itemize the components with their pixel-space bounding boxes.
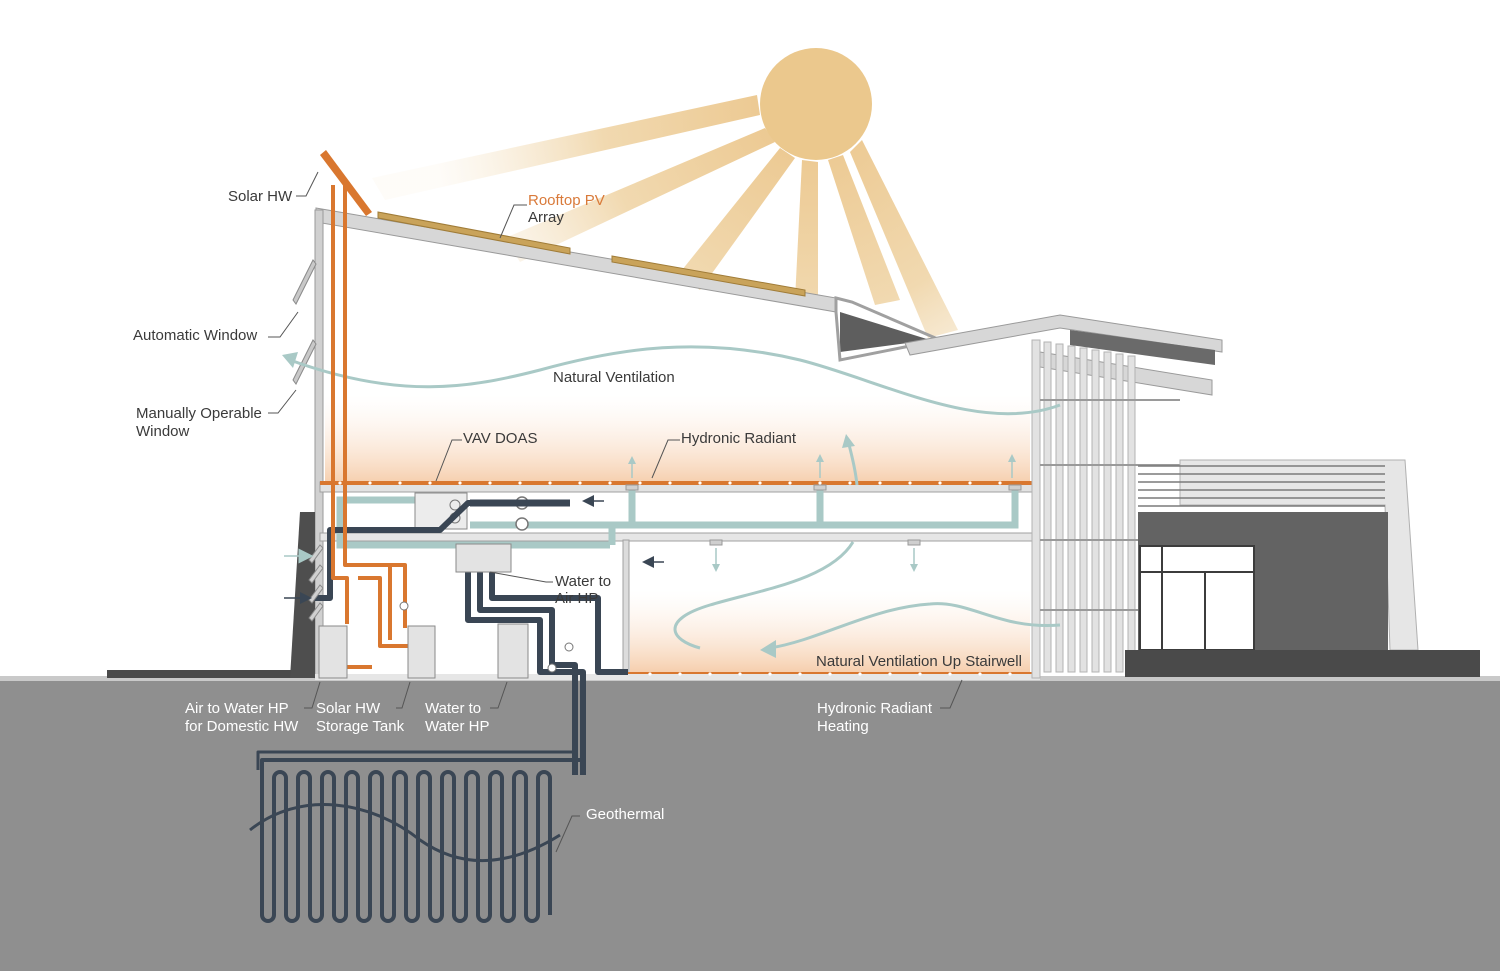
stairwell-arrowhead xyxy=(760,640,776,658)
label-geothermal: Geothermal xyxy=(586,806,664,823)
pump-icon-2 xyxy=(564,642,574,652)
roof-overhang-dark xyxy=(1070,330,1215,365)
air-flow-arrowheads xyxy=(628,454,1016,572)
stair-wall xyxy=(622,539,630,677)
label-water-to-water-hp-2: Water HP xyxy=(425,718,489,735)
label-hydronic-radiant-heating-1: Hydronic Radiant xyxy=(817,700,933,717)
leader-lines xyxy=(268,171,963,853)
solar-hot-water-pipes xyxy=(331,185,422,669)
label-hydronic-radiant: Hydronic Radiant xyxy=(681,430,797,447)
roof-clerestory-dark xyxy=(840,312,930,352)
sun-rays xyxy=(372,95,958,338)
west-plinth xyxy=(107,670,312,678)
sun-icon xyxy=(760,48,872,160)
stair-swirl-flow xyxy=(673,541,855,650)
label-rooftop-pv-2: Array xyxy=(528,209,564,226)
upper-vent-arrowhead xyxy=(842,434,855,448)
label-air-to-water-hp-2: for Domestic HW xyxy=(185,718,299,735)
label-rooftop-pv-1: Rooftop PV xyxy=(528,192,605,209)
manual-window xyxy=(292,339,317,385)
solar-hw-collector xyxy=(320,150,372,216)
pump-icon-3 xyxy=(547,663,557,673)
upper-floor-warm-zone xyxy=(325,395,1030,483)
ground xyxy=(0,680,1500,971)
natural-ventilation-arrowhead xyxy=(282,352,298,368)
west-stone-wall xyxy=(290,512,315,678)
stairwell-ventilation-flow xyxy=(769,602,1061,650)
label-water-to-air-hp-2: Air HP xyxy=(555,590,598,607)
label-water-to-water-hp-1: Water to xyxy=(425,700,481,717)
geothermal-field xyxy=(256,750,585,923)
radiant-dots xyxy=(338,481,1012,676)
pump-icon-1 xyxy=(399,601,409,611)
pv-panel-2 xyxy=(611,255,806,297)
ground-floor-slab xyxy=(315,674,1040,680)
east-glazing xyxy=(1139,545,1255,651)
label-water-to-air-hp-1: Water to xyxy=(555,573,611,590)
water-to-air-hp xyxy=(455,543,512,573)
label-manual-window-1: Manually Operable xyxy=(136,405,262,422)
pv-panel-1 xyxy=(377,211,571,255)
label-hydronic-radiant-heating-2: Heating xyxy=(817,718,869,735)
label-automatic-window: Automatic Window xyxy=(133,327,257,344)
label-nat-vent-stairwell: Natural Ventilation Up Stairwell xyxy=(816,653,1022,670)
roof-clerestory-frame xyxy=(834,296,946,362)
diffusers xyxy=(625,484,1022,546)
hydronic-radiant-upper xyxy=(320,481,1032,485)
label-solar-hw: Solar HW xyxy=(228,188,293,205)
label-natural-ventilation: Natural Ventilation xyxy=(553,369,675,386)
vertical-louvers xyxy=(1031,339,1136,679)
label-vav-doas: VAV DOAS xyxy=(463,430,537,447)
air-to-water-hp-box xyxy=(318,625,348,679)
natural-ventilation-flow xyxy=(289,345,1061,416)
solar-hw-storage-tank xyxy=(407,625,436,679)
east-glazing-mullions xyxy=(1140,546,1254,650)
air-flow-arrows xyxy=(631,460,1013,566)
label-solar-hw-tank-1: Solar HW xyxy=(316,700,381,717)
label-manual-window-2: Window xyxy=(136,423,190,440)
east-sunshade-slats xyxy=(1138,465,1385,507)
secondary-roof xyxy=(904,314,1223,356)
east-base xyxy=(1125,650,1480,677)
label-air-to-water-hp-1: Air to Water HP xyxy=(185,700,289,717)
water-to-water-hp-box xyxy=(497,623,529,679)
geothermal-wave xyxy=(249,803,561,862)
label-solar-hw-tank-2: Storage Tank xyxy=(316,718,405,735)
automatic-window xyxy=(292,259,317,305)
mid-floor-slab xyxy=(319,532,1036,542)
